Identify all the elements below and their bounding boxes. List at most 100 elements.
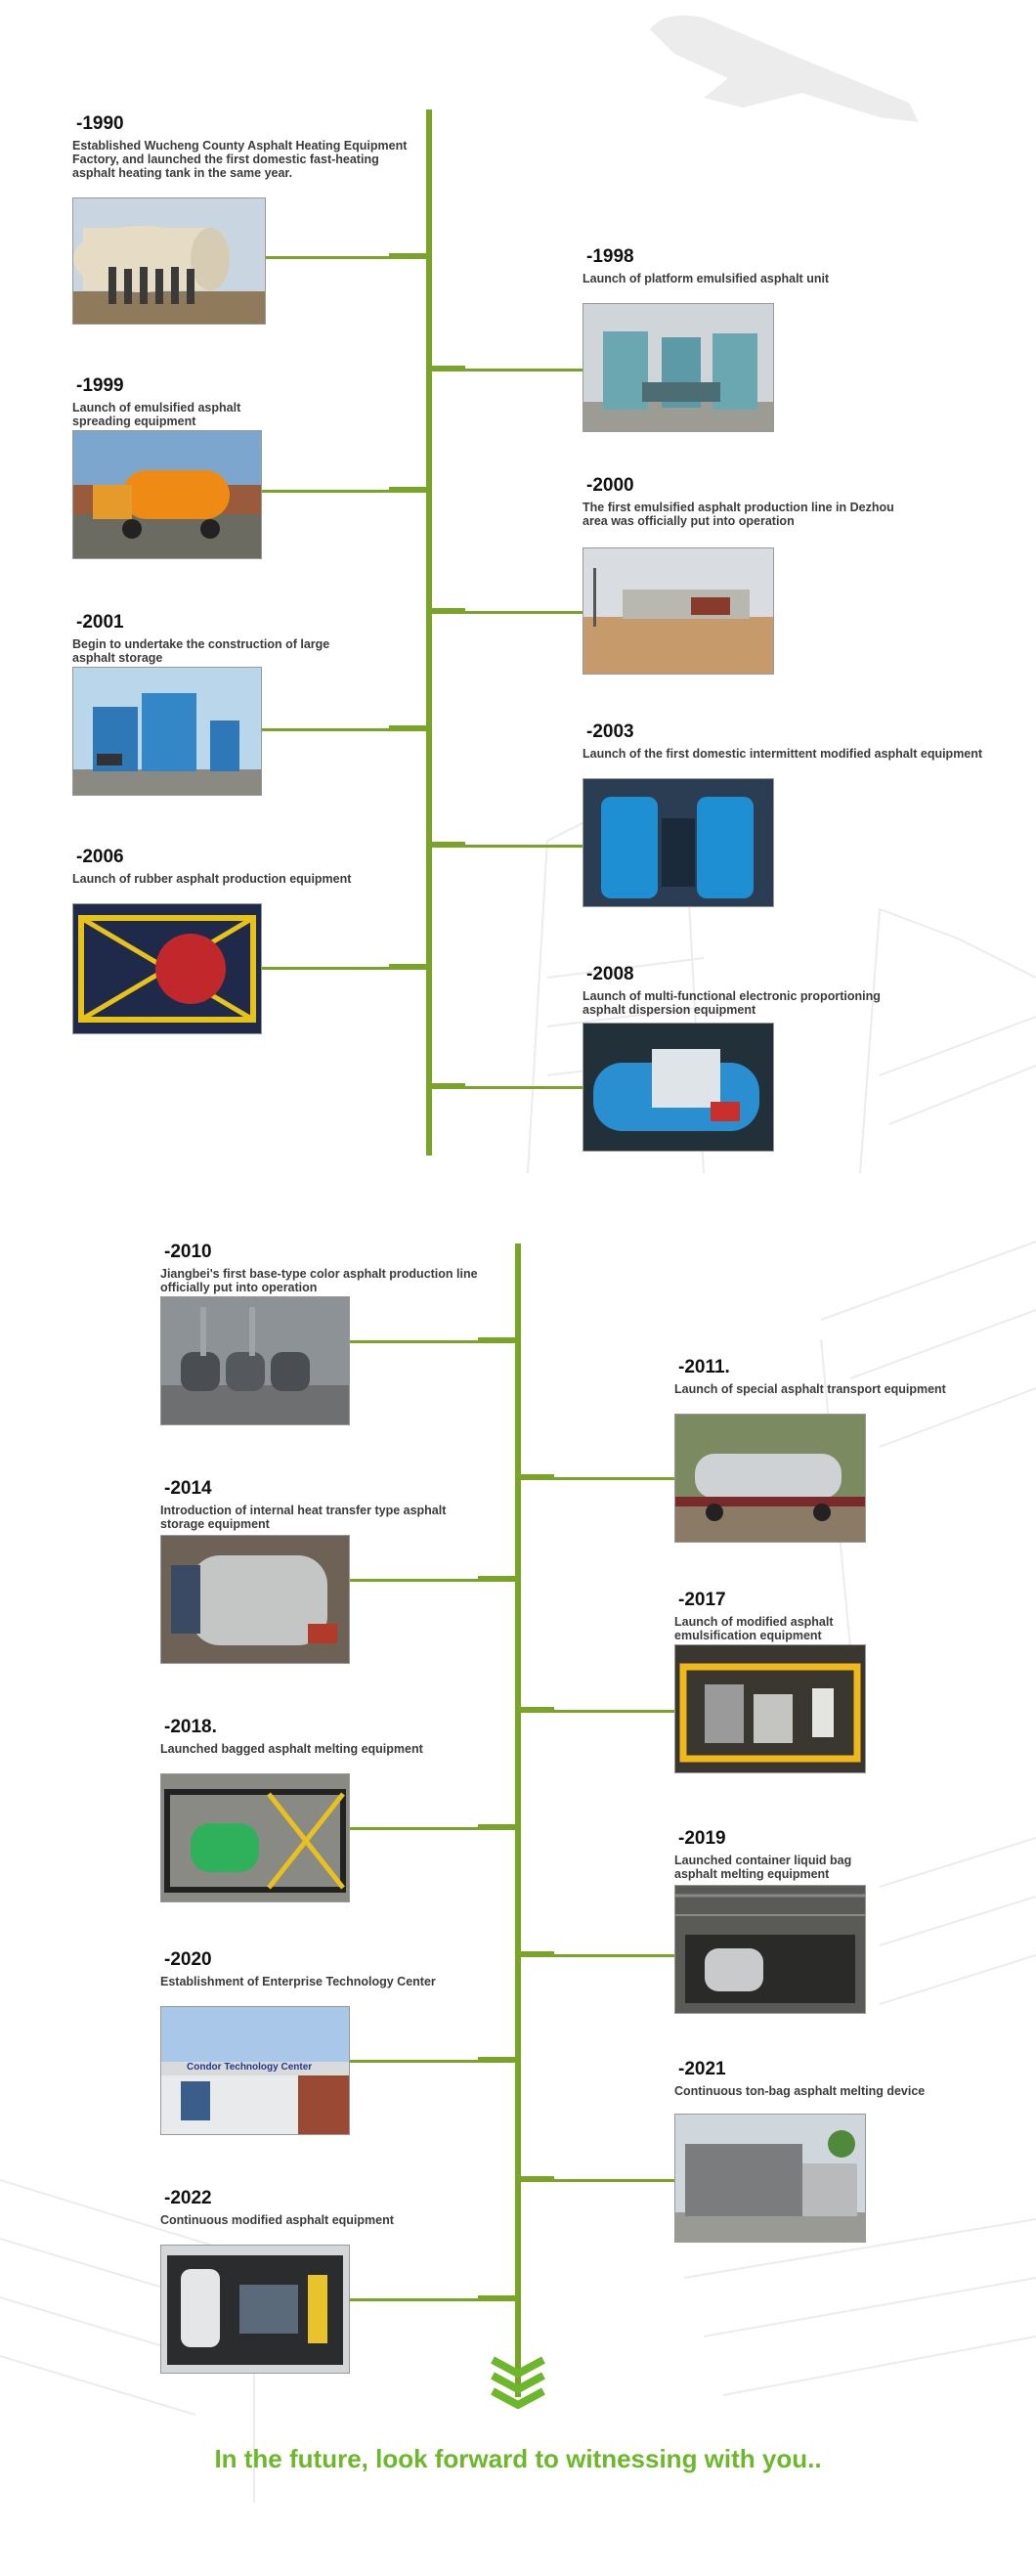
emulsification-equipment-photo [674,1644,866,1773]
timeline-entry-2018: -2018. Launched bagged asphalt melting e… [160,1717,532,1762]
timeline-connector [548,1954,675,1957]
timeline-nub [426,366,465,371]
timeline-entry-2021: -2021 Continuous ton-bag asphalt melting… [674,2059,1036,2104]
timeline-nub [389,253,428,259]
production-line-photo [583,547,774,675]
timeline-tick [515,1439,521,1476]
timeline-nub [478,1824,517,1830]
modified-asphalt-equipment-photo [583,778,774,907]
timeline-tick [515,1672,521,1709]
timeline-tick [426,332,432,370]
timeline-entry-2019: -2019 Launched container liquid bag asph… [674,1828,1026,1887]
timeline-connector [258,728,395,731]
ton-bag-melting-device-photo [674,2114,866,2243]
timeline-entry-1990: -1990 Established Wucheng County Asphalt… [72,113,424,186]
entry-year: -2011. [678,1357,730,1377]
timeline-connector [258,490,395,493]
chevron-down-icon [491,2356,545,2409]
timeline-connector [548,2179,675,2182]
timeline-connector [256,967,393,970]
asphalt-heating-tank-photo [72,197,266,325]
timeline-nub [478,2295,517,2301]
emulsified-asphalt-unit-photo [583,303,774,432]
timeline-entry-2008: -2008 Launch of multi-functional electro… [583,964,993,1023]
color-asphalt-line-photo [160,1296,350,1425]
entry-description: Begin to undertake the construction of l… [72,637,330,665]
entry-year: -2018. [164,1717,217,1737]
timeline-entry-1998: -1998 Launch of platform emulsified asph… [583,246,973,291]
entry-description: Launch of the first domestic intermitten… [583,747,983,761]
timeline-section-1: -1990 Established Wucheng County Asphalt… [0,0,1036,1183]
entry-year: -2006 [76,847,124,867]
entry-year: -2020 [164,1949,212,1970]
container-melting-equipment-photo [674,1885,866,2014]
entry-description: Launch of rubber asphalt production equi… [72,872,352,886]
timeline-tick [426,453,432,490]
timeline-entry-2001: -2001 Begin to undertake the constructio… [72,612,424,671]
entry-description: Launched bagged asphalt melting equipmen… [160,1742,423,1756]
entry-year: -1990 [76,113,124,134]
bagged-melting-equipment-photo [160,1773,350,1902]
timeline-entry-2003: -2003 Launch of the first domestic inter… [583,721,1032,766]
timeline-nub [426,842,465,848]
entry-description: Establishment of Enterprise Technology C… [160,1975,436,1988]
timeline-nub [389,725,428,731]
timeline-entry-2020: -2020 Establishment of Enterprise Techno… [160,1949,532,1994]
asphalt-storage-photo [72,667,262,796]
timeline-entry-2017: -2017 Launch of modified asphalt emulsif… [674,1590,1026,1648]
timeline-connector [346,2298,483,2301]
timeline-tick [515,1910,521,1947]
timeline-tick [515,2024,521,2061]
timeline-connector [346,2060,483,2063]
entry-description: Continuous modified asphalt equipment [160,2213,394,2227]
timeline-entry-2011: -2011. Launch of special asphalt transpo… [674,1357,1036,1402]
timeline-tick [515,2260,521,2297]
entry-year: -2008 [586,964,634,984]
entry-year: -2000 [586,475,634,496]
entry-year: -2017 [678,1590,726,1610]
entry-description: Established Wucheng County Asphalt Heati… [72,139,408,180]
entry-description: Launch of platform emulsified asphalt un… [583,272,830,285]
timeline-connector [548,1710,675,1713]
timeline-nub [478,1337,517,1343]
spreading-equipment-photo [72,430,262,559]
timeline-entry-2000: -2000 The first emulsified asphalt produ… [583,475,973,534]
timeline-tick [426,575,432,612]
timeline-axis [426,109,432,1156]
entry-year: -1998 [586,246,634,267]
entry-description: Launch of emulsified asphalt spreading e… [72,401,241,428]
timeline-tick [426,806,432,843]
continuous-modified-equipment-photo [160,2245,350,2374]
timeline-connector [548,1477,675,1480]
timeline-entry-2006: -2006 Launch of rubber asphalt productio… [72,847,444,892]
entry-year: -2022 [164,2188,212,2208]
timeline-nub [426,608,465,614]
heat-transfer-storage-photo [160,1535,350,1664]
timeline-section-2: -2010 Jiangbei's first base-type color a… [0,1202,1036,2576]
entry-description: Continuous ton-bag asphalt melting devic… [674,2084,926,2098]
timeline-nub [389,487,428,493]
timeline-tick [426,1046,432,1083]
timeline-tick [426,927,432,964]
entry-year: -2010 [164,1242,212,1262]
entry-year: -2014 [164,1478,212,1499]
entry-description: Introduction of internal heat transfer t… [160,1504,447,1531]
entry-description: The first emulsified asphalt production … [583,501,894,528]
timeline-nub [478,2057,517,2063]
timeline-connector [459,611,583,614]
timeline-entry-2014: -2014 Introduction of internal heat tran… [160,1478,512,1537]
timeline-connector [346,1827,483,1830]
entry-year: -2019 [678,1828,726,1849]
closing-message: In the future, look forward to witnessin… [214,2444,822,2473]
timeline-entry-1999: -1999 Launch of emulsified asphalt sprea… [72,375,424,434]
timeline-nub [426,1083,465,1089]
timeline-entry-2022: -2022 Continuous modified asphalt equipm… [160,2188,532,2233]
timeline-connector [459,1086,583,1089]
timeline-nub [515,2176,554,2182]
entry-year: -2001 [76,612,124,633]
timeline-connector [346,1579,483,1582]
timeline-connector [459,369,583,371]
timeline-nub [515,1951,554,1957]
timeline-tick [426,690,432,727]
entry-year: -2003 [586,721,634,742]
